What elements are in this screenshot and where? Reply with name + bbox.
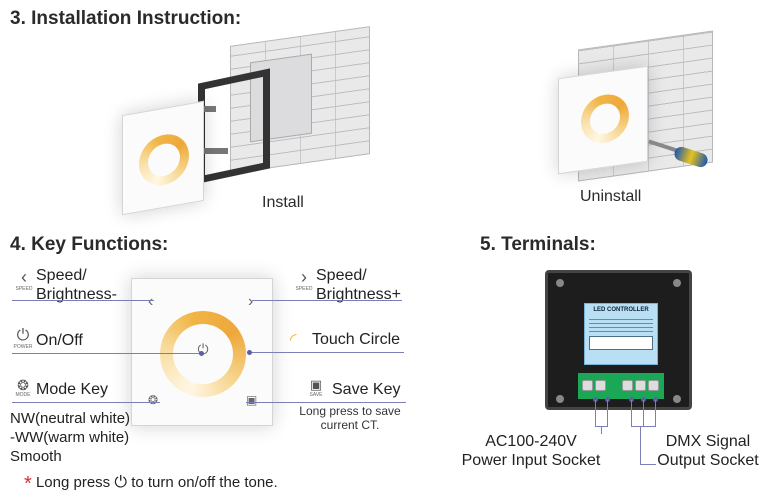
chevron-left-icon: ‹ bbox=[21, 267, 27, 287]
terminal-screw bbox=[622, 380, 633, 391]
footnote-prefix: Long press bbox=[35, 474, 111, 491]
leader-line bbox=[643, 400, 644, 426]
power-sub-label: POWER bbox=[13, 344, 33, 350]
power-input-label: AC100-240V Power Input Socket bbox=[458, 432, 604, 470]
controller-back: LED CONTROLLER bbox=[545, 270, 692, 410]
touch-circle-icon: ◜ bbox=[290, 330, 297, 349]
save-legend-icon: ▣ SAVE bbox=[306, 377, 326, 399]
leader-line bbox=[12, 353, 202, 354]
leader-line bbox=[12, 300, 154, 301]
dmx-output-label: DMX Signal Output Socket bbox=[646, 432, 770, 470]
mode-sub-label: MODE bbox=[15, 392, 31, 398]
speed-down-label: Speed/ Brightness- bbox=[36, 266, 117, 304]
mounting-frame bbox=[198, 68, 270, 184]
leader-line bbox=[250, 352, 404, 353]
leader-line bbox=[595, 400, 596, 426]
terminals-heading: 5. Terminals: bbox=[480, 234, 596, 255]
mode-item: Smooth bbox=[10, 448, 62, 465]
install-caption: Install bbox=[262, 194, 304, 211]
save-icon: ▣ bbox=[309, 377, 323, 392]
terminal-screw bbox=[595, 380, 606, 391]
power-icon[interactable]: ⏻ bbox=[197, 341, 209, 357]
touch-panel-small bbox=[558, 65, 648, 175]
mode-list: NW(neutral white) -WW(warm white) Smooth bbox=[10, 409, 130, 466]
mode-icon[interactable]: ❂ bbox=[148, 393, 159, 407]
leader-line bbox=[640, 426, 641, 464]
speed-up-line2: Brightness+ bbox=[316, 286, 401, 303]
save-note-line1: Long press to save bbox=[299, 404, 401, 418]
leader-dot bbox=[641, 397, 646, 402]
installation-heading: 3. Installation Instruction: bbox=[10, 8, 242, 29]
mode-legend-icon: ❂ MODE bbox=[12, 378, 34, 398]
dmx-line1: DMX Signal bbox=[665, 433, 751, 450]
asterisk-icon: * bbox=[24, 473, 32, 495]
mount-hole bbox=[673, 279, 681, 287]
spec-text-block bbox=[589, 316, 653, 332]
save-note-line2: current CT. bbox=[320, 418, 380, 432]
leader-line bbox=[631, 426, 656, 427]
mount-hole bbox=[673, 395, 681, 403]
mode-item: NW(neutral white) bbox=[10, 410, 131, 427]
terminal-block bbox=[578, 373, 664, 399]
leader-dot bbox=[605, 397, 610, 402]
speed-up-legend-icon: › SPEED bbox=[292, 268, 316, 292]
touch-panel-small bbox=[122, 100, 204, 216]
screw bbox=[192, 148, 228, 154]
key-functions-heading: 4. Key Functions: bbox=[10, 234, 169, 255]
power-input-line2: Power Input Socket bbox=[461, 452, 601, 469]
leader-dot bbox=[247, 350, 252, 355]
power-input-line1: AC100-240V bbox=[485, 433, 577, 450]
save-key-label: Save Key bbox=[332, 381, 401, 398]
speed-up-line1: Speed/ bbox=[316, 267, 367, 284]
dmx-line2: Output Socket bbox=[657, 452, 759, 469]
leader-line bbox=[631, 400, 632, 426]
controller-label-sticker: LED CONTROLLER bbox=[584, 303, 658, 365]
speed-down-legend-icon: ‹ SPEED bbox=[12, 268, 36, 292]
uninstall-illustration bbox=[548, 30, 713, 182]
install-illustration bbox=[120, 26, 370, 216]
mode-key-label: Mode Key bbox=[36, 381, 109, 398]
mount-hole bbox=[556, 395, 564, 403]
speed-up-label: Speed/ Brightness+ bbox=[316, 266, 401, 304]
save-sub-label: SAVE bbox=[309, 392, 323, 398]
leader-line bbox=[640, 464, 656, 465]
wiring-diagram bbox=[589, 336, 653, 350]
chevron-right-icon: › bbox=[301, 267, 307, 287]
touch-circle-label: Touch Circle bbox=[312, 331, 401, 348]
save-key-note: Long press to save current CT. bbox=[288, 404, 412, 432]
leader-line bbox=[655, 400, 656, 426]
mode-icon: ❂ bbox=[17, 377, 29, 393]
save-icon[interactable]: ▣ bbox=[246, 393, 258, 407]
uninstall-caption: Uninstall bbox=[580, 188, 642, 205]
terminal-screw bbox=[635, 380, 646, 391]
on-off-label: On/Off bbox=[36, 332, 83, 349]
speed-sub-label: SPEED bbox=[15, 286, 33, 292]
mount-hole bbox=[556, 279, 564, 287]
terminal-screw bbox=[582, 380, 593, 391]
leader-line bbox=[601, 426, 602, 434]
leader-line bbox=[607, 400, 608, 426]
chevron-left-icon[interactable]: ‹ bbox=[148, 293, 154, 310]
terminal-screw bbox=[648, 380, 659, 391]
chevron-right-icon[interactable]: › bbox=[248, 293, 254, 310]
speed-down-line2: Brightness- bbox=[36, 286, 117, 303]
speed-sub-label: SPEED bbox=[295, 286, 313, 292]
leader-line bbox=[12, 402, 160, 403]
leader-dot bbox=[593, 397, 598, 402]
power-icon: ⏻ bbox=[16, 327, 30, 344]
leader-line bbox=[246, 402, 406, 403]
leader-line bbox=[252, 300, 402, 301]
speed-down-line1: Speed/ bbox=[36, 267, 87, 284]
footnote: * Long press ⏻ to turn on/off the tone. bbox=[24, 473, 278, 496]
footnote-suffix: to turn on/off the tone. bbox=[131, 474, 278, 491]
mode-item: -WW(warm white) bbox=[10, 429, 130, 446]
controller-title: LED CONTROLLER bbox=[593, 307, 649, 313]
power-icon: ⏻ bbox=[114, 474, 128, 491]
leader-dot bbox=[629, 397, 634, 402]
leader-dot bbox=[653, 397, 658, 402]
leader-dot bbox=[199, 351, 204, 356]
on-off-legend-icon: ⏻ POWER bbox=[12, 327, 34, 351]
